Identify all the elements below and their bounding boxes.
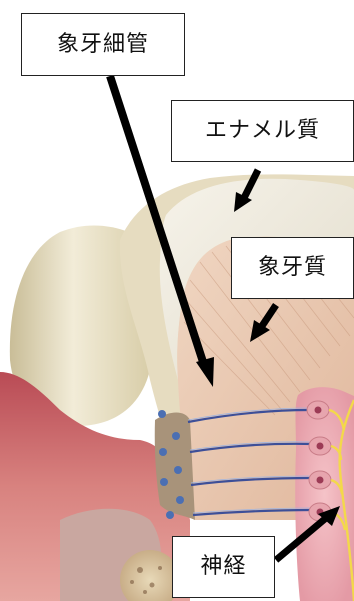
pulp (295, 387, 354, 601)
label-dentin: 象牙質 (231, 237, 354, 299)
exposed-root (155, 413, 195, 521)
label-enamel: エナメル質 (171, 100, 354, 162)
label-dentinal-tubules: 象牙細管 (21, 13, 185, 76)
label-nerve: 神経 (172, 536, 275, 598)
